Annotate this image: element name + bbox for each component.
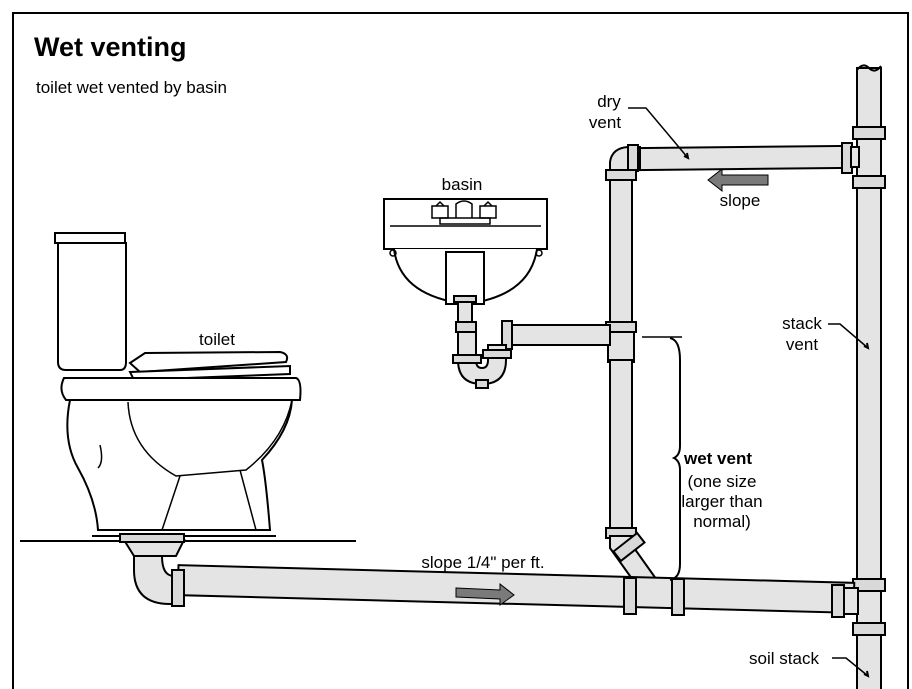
label-wet-vent: wet vent	[683, 449, 752, 468]
wet-vent-pipe	[605, 169, 666, 591]
label-dry-vent-2: vent	[589, 113, 621, 132]
label-soil-stack: soil stack	[749, 649, 819, 668]
dry-vent-leader	[628, 107, 689, 159]
diagram-subtitle: toilet wet vented by basin	[36, 78, 227, 97]
slope-arrow-top	[707, 167, 769, 193]
label-slope-bottom: slope 1/4" per ft.	[421, 553, 544, 572]
basin	[383, 198, 548, 323]
stack-coupling	[852, 175, 886, 189]
toilet	[20, 232, 356, 605]
label-stack-vent-1: stack	[782, 314, 822, 333]
label-wet-vent-note-3: normal)	[693, 512, 751, 531]
faucet-icon	[431, 200, 497, 225]
label-wet-vent-note-2: larger than	[681, 492, 762, 511]
dry-vent-pipe	[609, 142, 860, 176]
stack-pipe	[852, 64, 886, 689]
basin-drain-arm	[452, 320, 611, 389]
label-toilet: toilet	[199, 330, 235, 349]
label-dry-vent-1: dry	[597, 92, 621, 111]
label-basin: basin	[442, 175, 483, 194]
wet-vent-brace	[669, 337, 681, 581]
horizontal-drain	[171, 564, 859, 618]
label-stack-vent-2: vent	[786, 335, 818, 354]
soil-stack-leader	[832, 657, 869, 677]
label-wet-vent-note-1: (one size	[688, 472, 757, 491]
diagram-title: Wet venting	[34, 32, 187, 62]
stack-vent-leader	[828, 323, 869, 349]
stack-coupling	[852, 622, 886, 636]
stack-coupling	[852, 126, 886, 140]
slope-arrow-bottom	[455, 582, 515, 606]
label-slope-top: slope	[720, 191, 761, 210]
